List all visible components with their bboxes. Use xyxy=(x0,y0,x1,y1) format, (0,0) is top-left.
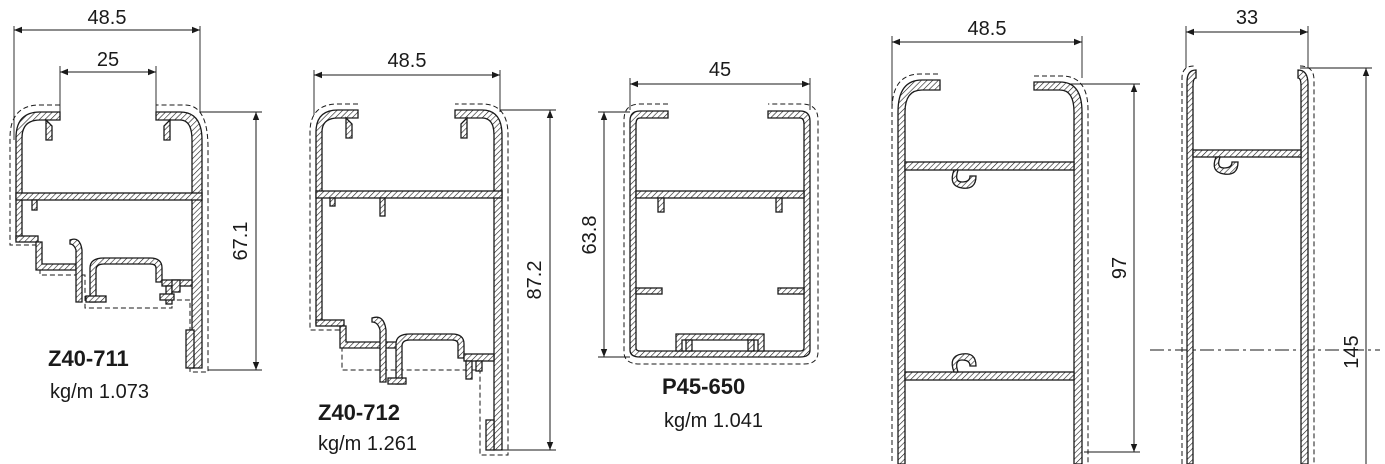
height-dimension-label: 87.2 xyxy=(524,261,546,300)
profile-mass: kg/m 1.041 xyxy=(664,410,763,432)
width-dimension: 48.5 xyxy=(313,50,501,115)
profile-mass: kg/m 1.261 xyxy=(318,433,417,455)
height-dimension-label: 63.8 xyxy=(579,216,601,255)
width-dimension-label: 48.5 xyxy=(388,50,427,72)
height-dimension-label: 67.1 xyxy=(230,222,252,261)
inner-width-dimension-label: 25 xyxy=(97,49,119,71)
width-dimension-label: 48.5 xyxy=(88,7,127,29)
profile-code: P45-650 xyxy=(662,374,745,399)
height-dimension-label: 145 xyxy=(1341,335,1363,368)
profile-z40-711: 48.5 25 67.1 xyxy=(9,7,262,403)
profile-p45-650: 45 63.8 P45-650 kg/m 1.041 xyxy=(579,59,819,432)
height-dimension: 97 xyxy=(1070,83,1140,453)
inner-width-dimension: 25 xyxy=(59,49,157,118)
profile-outline xyxy=(9,104,209,373)
profile-code: Z40-712 xyxy=(318,400,400,425)
profile-section xyxy=(897,79,1083,464)
profile-section xyxy=(1186,69,1309,464)
profile-outline xyxy=(623,103,819,365)
profile-code: Z40-722 xyxy=(932,460,1014,464)
height-dimension: 145 xyxy=(1300,67,1372,464)
width-dimension: 48.5 xyxy=(13,7,201,140)
height-dimension: 67.1 xyxy=(200,111,262,371)
width-dimension-label: 45 xyxy=(709,59,731,81)
profile-mass: kg/m 1.073 xyxy=(50,381,149,403)
width-dimension: 45 xyxy=(629,59,811,110)
profile-145: 33 145 xyxy=(1150,7,1380,464)
profile-z40-712: 48.5 87.2 Z40-712 kg/m xyxy=(309,50,556,456)
width-dimension-label: 48.5 xyxy=(968,18,1007,40)
profile-code: Z40-711 xyxy=(48,346,129,371)
width-dimension: 48.5 xyxy=(891,18,1083,108)
height-dimension: 63.8 xyxy=(579,111,630,358)
height-dimension: 87.2 xyxy=(500,109,556,451)
width-dimension-label: 33 xyxy=(1236,7,1258,29)
profile-outline xyxy=(891,73,1089,464)
height-dimension-label: 97 xyxy=(1109,257,1131,279)
profile-section xyxy=(315,109,503,451)
width-dimension: 33 xyxy=(1185,7,1309,68)
profile-section xyxy=(629,110,811,358)
profile-outline xyxy=(1181,65,1315,464)
profile-section xyxy=(15,111,203,369)
profile-outline xyxy=(309,103,509,456)
profile-z40-722: 48.5 97 Z40-722 xyxy=(891,18,1140,464)
